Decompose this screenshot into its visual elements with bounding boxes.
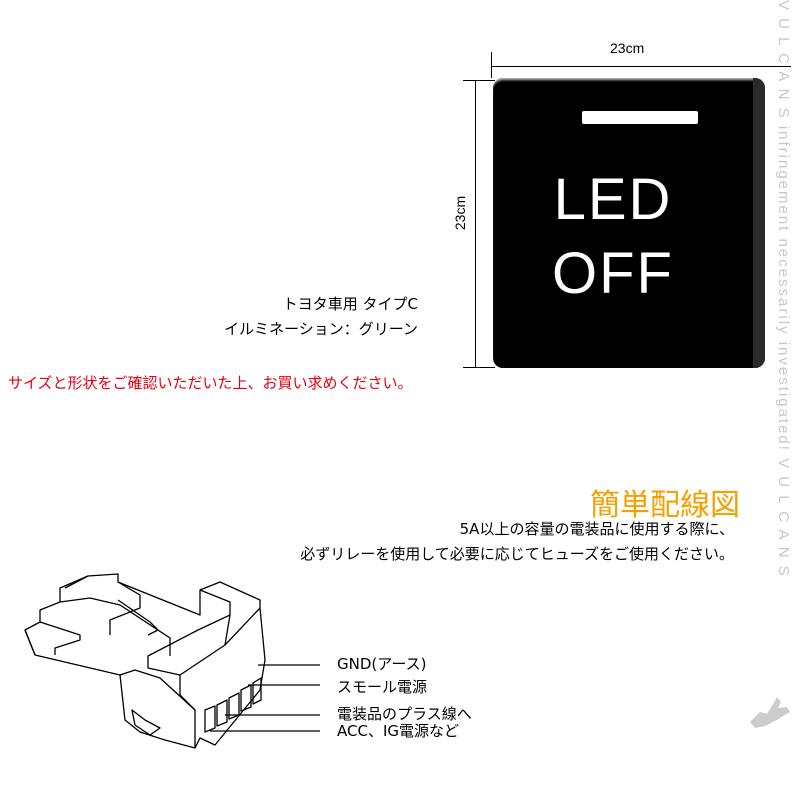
wire-label-accessory-plus: 電装品のプラス線へ	[337, 705, 472, 723]
wire-label-acc-ig: ACC、IG電源など	[337, 722, 459, 740]
spec-vehicle-type: トヨタ車用 タイプC	[282, 295, 418, 313]
connector-icon	[24, 573, 320, 749]
wire-label-gnd: GND(アース)	[337, 655, 427, 673]
spec-illumination: イルミネーション：グリーン	[224, 320, 418, 338]
wiring-diagram-title: 簡単配線図	[590, 488, 740, 523]
switch-label-off: OFF	[552, 241, 674, 306]
height-dim-bottom-tick	[463, 367, 495, 368]
height-dim-top-tick	[463, 80, 495, 81]
wiring-note-2: 必ずリレーを使用して必要に応じてヒューズをご使用ください。	[300, 545, 734, 563]
switch-label-led: LED	[553, 167, 673, 232]
width-dim-line	[491, 66, 791, 67]
switch-edge	[753, 78, 765, 368]
indicator-bar	[582, 111, 698, 124]
warning-text: サイズと形状をご確認いただいた上、お買い求めください。	[8, 374, 413, 392]
height-dim-line	[475, 80, 476, 368]
width-dim-left-tick	[491, 52, 492, 78]
height-label: 23cm	[452, 195, 468, 231]
led-switch-illustration: LED OFF	[493, 78, 765, 368]
wiring-note-1: 5A以上の容量の電装品に使用する際に、	[459, 520, 734, 538]
watermark-text: V U L C A N S infringement necessarily i…	[775, 0, 792, 578]
width-label: 23cm	[610, 40, 645, 56]
watermark-logo-icon	[750, 697, 790, 728]
wire-label-small-power: スモール電源	[337, 678, 428, 696]
